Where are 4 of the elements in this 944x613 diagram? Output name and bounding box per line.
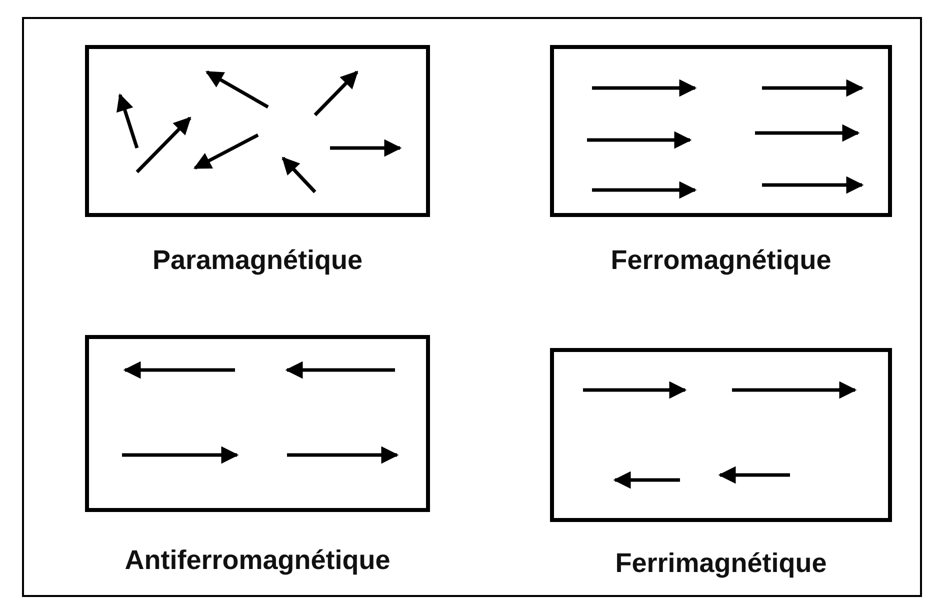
panel-title: Ferrimagnétique — [615, 548, 827, 579]
panel-title: Ferromagnétique — [610, 245, 832, 276]
panel-title: Paramagnétique — [152, 245, 363, 276]
panel-title: Antiferromagnétique — [124, 545, 390, 576]
